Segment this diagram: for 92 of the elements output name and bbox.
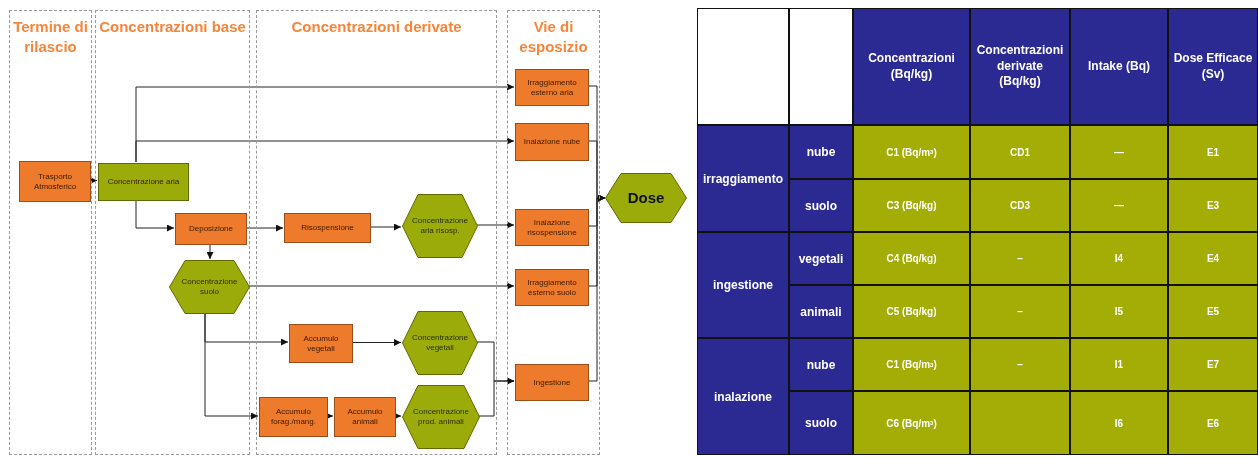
data-cell: CD3 (971, 180, 1069, 231)
lane-heading: Termine di rilascio (12, 17, 89, 56)
arrow (135, 199, 175, 232)
node-label: Accumulo animali (346, 407, 384, 427)
hexagon-node (169, 260, 250, 314)
process-box (289, 324, 353, 363)
column-header: Dose Efficace (Sv) (1169, 9, 1257, 124)
process-box (175, 213, 247, 245)
arrow (248, 282, 515, 290)
row-header: irraggiamento (698, 126, 788, 231)
data-cell: I1 (1071, 339, 1167, 390)
data-cell: C4 (Bq/kg) (854, 233, 969, 284)
node-label: Irraggiamento esterno aria (526, 77, 578, 98)
node-label: Concentrazione prod. animali (411, 407, 470, 427)
process-box (515, 269, 589, 306)
swimlane (9, 10, 92, 455)
swimlane (256, 10, 497, 455)
node-label: Inalazione risospensione (526, 217, 578, 238)
arrow (135, 137, 515, 163)
data-cell: — (1071, 126, 1167, 178)
node-label: Concentrazione aria risosp. (411, 216, 470, 236)
hexagon-node (402, 311, 478, 375)
data-cell: C1 (Bq/m$^{3}$) (854, 339, 969, 390)
arrow (245, 224, 284, 232)
data-cell: I5 (1071, 286, 1167, 337)
node-label: Ingestione (532, 377, 572, 388)
row-subheader: vegetali (790, 233, 852, 284)
data-cell: E4 (1169, 233, 1257, 284)
node-label: Inalazione nube (522, 137, 582, 147)
data-cell: C3 (Bq/kg) (854, 180, 969, 231)
arrow (369, 223, 402, 231)
arrow (89, 177, 98, 184)
data-cell: – (971, 286, 1069, 337)
process-box (19, 161, 91, 202)
node-label: Dose (626, 188, 666, 208)
process-box (284, 213, 371, 243)
process-box (515, 364, 589, 401)
data-cell: E3 (1169, 180, 1257, 231)
swimlane (507, 10, 600, 455)
arrow (326, 412, 334, 420)
data-cell: E5 (1169, 286, 1257, 337)
hexagon-node (402, 385, 480, 449)
data-cell: – (971, 233, 1069, 284)
column-header: Concentrazioni (Bq/kg) (854, 9, 969, 124)
lane-heading: Concentrazioni derivate (290, 17, 463, 37)
node-label: Deposizione (188, 224, 234, 234)
process-box (98, 163, 189, 201)
data-cell: C6 (Bq/m$^{3}$) (854, 392, 969, 454)
column-header: Concentrazioni derivate (Bq/kg) (971, 9, 1069, 124)
data-cell: I4 (1071, 233, 1167, 284)
arrow (476, 221, 515, 229)
row-subheader: animali (790, 286, 852, 337)
data-cell: C1 (Bq/m$^{3}$) (854, 126, 969, 178)
node-label: Accumulo vegetali (302, 333, 340, 354)
hexagon-node (605, 173, 687, 223)
process-box (259, 397, 328, 437)
node-label: Accumulo forag./mang. (270, 407, 317, 427)
data-cell: – (971, 339, 1069, 390)
lane-heading: Vie di esposizio (518, 17, 589, 56)
data-cell: E7 (1169, 339, 1257, 390)
arrow (204, 312, 259, 420)
row-header: inalazione (698, 339, 788, 454)
row-subheader: suolo (790, 180, 852, 231)
process-box (334, 397, 396, 437)
data-cell: — (1071, 180, 1167, 231)
data-cell: I6 (1071, 392, 1167, 454)
process-box (515, 123, 589, 161)
arrow (351, 339, 402, 346)
data-cell: C5 (Bq/kg) (854, 286, 969, 337)
hexagon-node (402, 194, 478, 258)
node-label: Concentrazione aria (106, 177, 181, 187)
row-subheader: suolo (790, 392, 852, 454)
arrow (206, 243, 214, 260)
row-header: ingestione (698, 233, 788, 337)
row-subheader: nube (790, 339, 852, 390)
data-cell: CD1 (971, 126, 1069, 178)
node-label: Concentrazione vegetali (411, 333, 470, 353)
node-label: Irraggiamento esterno suolo (526, 277, 578, 298)
data-cell: E6 (1169, 392, 1257, 454)
column-header: Intake (Bq) (1071, 9, 1167, 124)
row-subheader: nube (790, 126, 852, 178)
arrow (478, 377, 515, 417)
data-cell: E1 (1169, 126, 1257, 178)
process-box (515, 69, 589, 106)
node-label: Trasporto Atmosferico (32, 171, 78, 192)
process-box (515, 209, 589, 246)
node-label: Concentrazione suolo (180, 277, 239, 297)
node-label: Risospensione (300, 223, 355, 233)
lane-heading: Concentrazioni base (98, 17, 247, 37)
arrow (394, 412, 402, 420)
swimlane (95, 10, 250, 455)
arrow (587, 194, 606, 382)
